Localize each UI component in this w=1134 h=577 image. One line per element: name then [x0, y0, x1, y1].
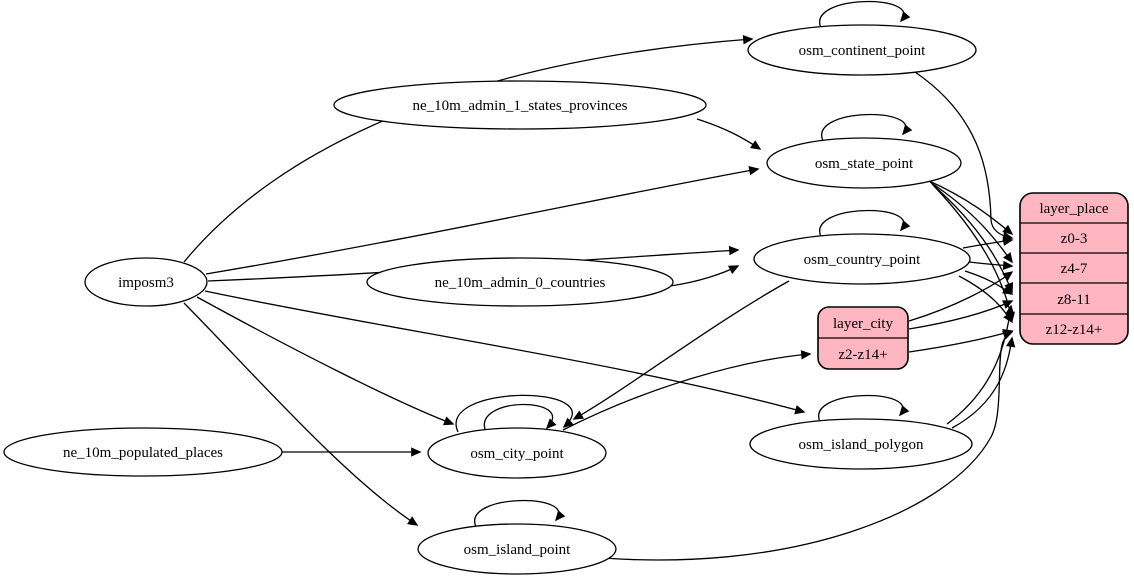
edge-osm_state_point-z8-11 [931, 183, 1014, 294]
ne-admin1-ellipse [333, 80, 707, 130]
ne-admin0-label: ne_10m_admin_0_countries [435, 275, 606, 291]
node-osm_state_point: osm_state_point [766, 137, 962, 189]
selfloop-inner-osm_city_point [483, 403, 557, 433]
edge-osm_island_point-z12-z14 [579, 330, 1014, 561]
edge-layer_city-z4-7 [908, 271, 1014, 322]
edge-osm_island_polygon-z12-z14 [951, 336, 1016, 429]
ne-admin0-ellipse [366, 257, 674, 307]
island-point-label: osm_island_point [464, 542, 572, 558]
edge-osm_state_point-z4-7 [929, 181, 1013, 264]
layer-place-title: layer_place [1039, 201, 1108, 217]
layer-place-row-z8-11: z8-11 [1057, 292, 1091, 308]
continent-label: osm_continent_point [799, 43, 926, 59]
country-label: osm_country_point [804, 252, 921, 268]
country-ellipse [753, 233, 971, 285]
edge-ne_10m_admin_1_states_provinces-osm_state_point [696, 118, 762, 150]
edges [183, 0, 1016, 561]
continent-ellipse [747, 24, 977, 76]
edge-imposm3-osm_state_point [205, 165, 760, 275]
island-polygon-label: osm_island_polygon [798, 437, 924, 453]
node-ne_10m_admin_0_countries: ne_10m_admin_0_countries [366, 257, 674, 307]
record-layer_place: layer_place z0-3 z4-7 z8-11 z12-z14+ [1019, 192, 1129, 345]
city-label: osm_city_point [470, 446, 564, 462]
edge-osm_city_point-layer_city [562, 350, 812, 431]
node-osm_country_point: osm_country_point [753, 233, 971, 285]
selfloop-osm_continent_point [819, 0, 911, 29]
selfloop-osm_island_polygon [818, 394, 910, 423]
selfloop-osm_island_point [474, 499, 566, 528]
node-ne_10m_admin_1_states_provinces: ne_10m_admin_1_states_provinces [333, 80, 707, 130]
edge-osm_country_point-z0-3 [962, 236, 1014, 249]
node-osm_city_point: osm_city_point [427, 427, 607, 479]
edge-osm_country_point-z4-7 [968, 260, 1014, 271]
ne-places-ellipse [3, 427, 283, 477]
ne-admin1-label: ne_10m_admin_1_states_provinces [413, 98, 628, 114]
layer-city-title: layer_city [833, 316, 893, 332]
record-layer_city: layer_city z2-z14+ [817, 306, 909, 370]
selfloop-osm_country_point [819, 209, 911, 238]
edge-layer_city-z12-z14 [908, 328, 1014, 353]
edge-osm_state_point-z0-3 [926, 179, 1014, 235]
node-ne_10m_populated_places: ne_10m_populated_places [3, 427, 283, 477]
layer-place-row-z12-z14: z12-z14+ [1046, 322, 1103, 338]
state-ellipse [766, 137, 962, 189]
edge-osm_continent_point-z0-3 [914, 71, 1014, 242]
layer-place-row-z0-3: z0-3 [1061, 231, 1088, 247]
state-label: osm_state_point [815, 156, 914, 172]
ne-places-label: ne_10m_populated_places [63, 445, 223, 461]
imposm3-ellipse [84, 257, 208, 307]
layer-city-row-z2-z14: z2-z14+ [838, 347, 887, 363]
selfloop-osm_state_point [821, 113, 913, 142]
edge-ne_10m_admin_0_countries-osm_country_point [669, 265, 740, 287]
edge-layer_city-z8-11 [908, 300, 1014, 330]
selfloop-outer-osm_city_point [455, 394, 574, 433]
edge-imposm3-osm_island_polygon [204, 290, 806, 415]
island-point-ellipse [417, 523, 617, 575]
edge-imposm3-osm_continent_point [183, 34, 754, 263]
edge-osm_country_point-osm_city_point [572, 280, 790, 420]
layer-place-box [1019, 192, 1129, 345]
island-polygon-ellipse [749, 418, 973, 470]
node-osm_island_point: osm_island_point [417, 523, 617, 575]
edge-imposm3-osm_city_point [196, 296, 455, 426]
node-imposm3: imposm3 [84, 257, 208, 307]
node-osm_island_polygon: osm_island_polygon [749, 418, 973, 470]
layer-place-row-z4-7: z4-7 [1061, 261, 1088, 277]
city-ellipse [427, 427, 607, 479]
edge-osm_country_point-z8-11 [964, 270, 1014, 295]
imposm3-label: imposm3 [118, 275, 174, 291]
edge-imposm3-osm_island_point [183, 302, 419, 526]
edge-osm_island_polygon-z8-11 [946, 304, 1015, 425]
node-osm_continent_point: osm_continent_point [747, 24, 977, 76]
